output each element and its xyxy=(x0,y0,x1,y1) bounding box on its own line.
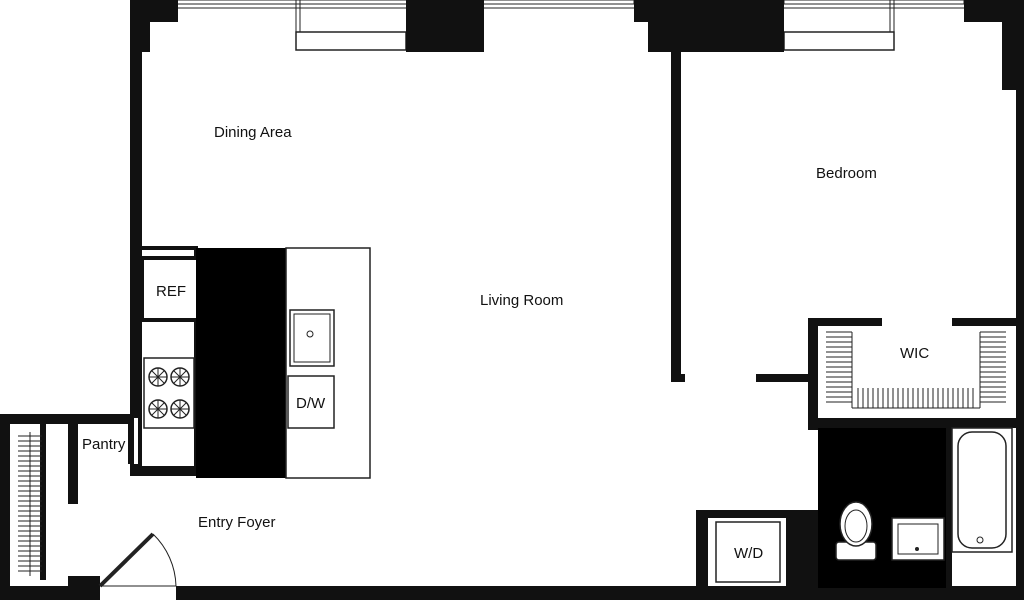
wic-shelving xyxy=(826,331,1006,409)
dishwasher-label: D/W xyxy=(296,395,326,412)
radiator-right xyxy=(783,31,895,51)
entry-foyer-label: Entry Foyer xyxy=(198,514,276,531)
bedroom-label: Bedroom xyxy=(816,165,877,182)
refrigerator: REF xyxy=(140,256,206,322)
sink xyxy=(289,309,335,367)
window-bedroom xyxy=(783,0,965,9)
bathtub xyxy=(951,427,1013,553)
radiator-left xyxy=(295,31,407,51)
wic-label: WIC xyxy=(900,345,929,362)
washer-dryer-label: W/D xyxy=(734,545,763,562)
living-room-label: Living Room xyxy=(480,292,563,309)
kitchen: REF D/W xyxy=(138,246,371,479)
refrigerator-label: REF xyxy=(156,283,186,300)
stove xyxy=(143,357,195,429)
vanity-sink xyxy=(891,517,945,561)
toilet xyxy=(835,501,877,561)
entry-door[interactable] xyxy=(98,532,177,588)
closet-shelving xyxy=(18,432,42,576)
windows xyxy=(149,0,965,51)
bathroom xyxy=(835,427,1016,586)
kitchen-counter xyxy=(196,248,286,478)
entry-door-opening xyxy=(100,584,176,600)
pantry-label: Pantry xyxy=(82,436,126,453)
dishwasher: D/W xyxy=(287,375,335,429)
window-dining xyxy=(149,0,635,9)
washer-dryer: W/D xyxy=(708,518,786,586)
dining-area-label: Dining Area xyxy=(214,124,292,141)
